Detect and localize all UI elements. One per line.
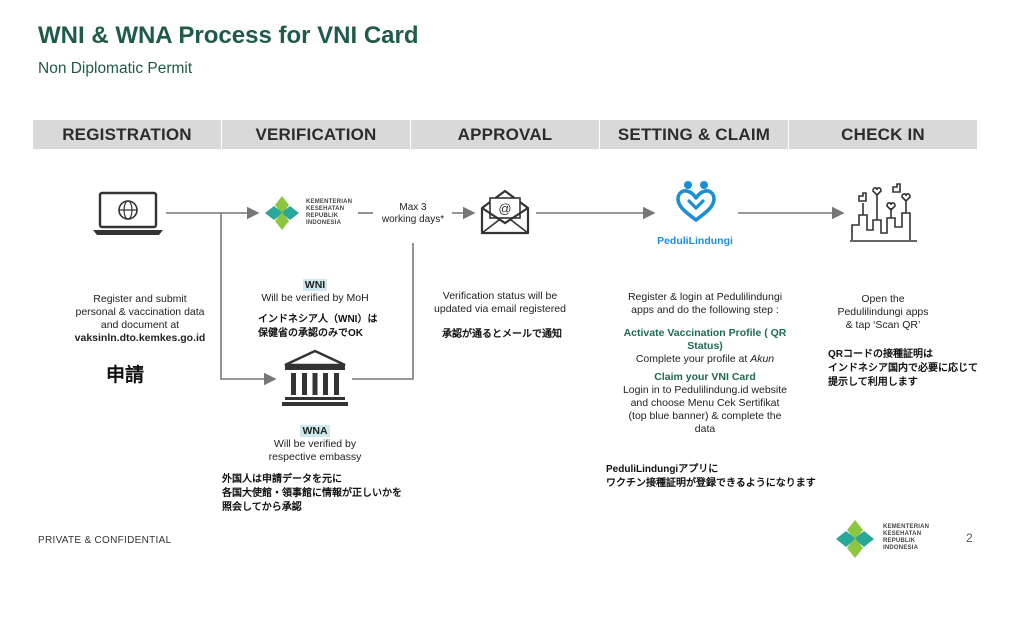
akun-menu-label: Akun [750,353,775,365]
page-subtitle: Non Diplomatic Permit [38,60,193,77]
check-in-jp-line-1: QRコードの接種証明は [828,349,933,360]
check-in-jp-line-2: インドネシア国内で必要に応じて [828,363,978,374]
registration-line-1: Register and submit [93,293,187,305]
claim-line-3: (top blue banner) & complete the [628,410,782,422]
ministry-logo-line: KESEHATAN [306,206,345,212]
arrow-registration-to-embassy [220,213,277,386]
registration-url: vaksinln.dto.kemkes.go.id [74,332,206,344]
claim-line-4: data [694,423,716,435]
step-registration: REGISTRATION [33,120,222,149]
ministry-of-health-logo: KEMENTERIAN KESEHATAN REPUBLIK INDONESIA [262,193,362,233]
registration-line-2: personal & vaccination data [75,306,205,318]
footer-logo-line: REPUBLIK [883,538,916,544]
svg-text:@: @ [498,201,511,216]
claim-line-1: Login in to Pedulilindung.id website [622,384,788,396]
embassy-building-icon [282,349,348,406]
activate-profile-title-line-1: Activate Vaccination Profile ( QR [623,327,787,339]
wna-badge: WNA [300,425,330,437]
processing-time-line-1: Max 3 [399,202,427,213]
setting-jp-line-2: ワクチン接種証明が登録できるようになります [606,478,816,489]
page-number: 2 [966,531,973,545]
footer-ministry-logo-text: KEMENTERIAN KESEHATAN REPUBLIK INDONESIA [883,524,929,552]
ministry-logo-icon [265,196,299,230]
setting-claim-description: Register & login at Pedulilindungi apps … [610,291,800,436]
approval-line-1: Verification status will be [442,290,558,302]
wni-description: Will be verified by MoH [261,292,369,304]
activate-profile-text: Complete your profile at Akun [610,353,800,366]
wna-verification-block: WNA Will be verified by respective embas… [245,425,385,464]
approval-line-2: updated via email registered [434,303,566,315]
check-in-line-3: & tap ‘Scan QR’ [845,319,921,331]
laptop-globe-icon [93,191,163,235]
wni-jp-line-1: インドネシア人（WNI）は [258,314,378,325]
wni-jp-line-2: 保健省の承認のみでOK [258,328,363,339]
approval-jp-note: 承認が通るとメールで通知 [442,329,562,340]
wna-jp-line-1: 外国人は申請データを元に [222,474,342,485]
step-approval: APPROVAL [411,120,600,149]
wna-jp-line-3: 照会してから承認 [222,502,302,513]
step-verification: VERIFICATION [222,120,411,149]
setting-jp-line-1: PeduliLindungiアプリに [606,464,719,475]
activate-profile-title-line-2: Status) [687,340,723,352]
page-title: WNI & WNA Process for VNI Card [38,22,419,49]
registration-jp-label: 申請 [106,365,145,386]
footer-ministry-logo-icon [836,520,874,558]
pedulilindungi-app-name: PeduliLindungi [657,235,733,247]
step-check-in: CHECK IN [841,125,925,144]
registration-description: Register and submit personal & vaccinati… [50,293,230,345]
footer-logo-line: KESEHATAN [883,531,922,537]
confidential-label: PRIVATE & CONFIDENTIAL [38,535,172,546]
activate-profile-text-prefix: Complete your profile at [635,353,751,365]
check-in-city-icon [850,183,917,242]
pedulilindungi-logo-icon [676,181,716,222]
wni-verification-block: WNI Will be verified by MoH [245,279,385,305]
claim-vni-card-title: Claim your VNI Card [654,371,756,383]
wni-jp-note: インドネシア人（WNI）は 保健省の承認のみでOK [258,313,377,341]
check-in-description: Open the Pedulilindungi apps & tap ‘Scan… [818,293,948,332]
wna-description-line-2: respective embassy [268,451,362,463]
processing-time-line-2: working days* [381,214,445,225]
step-setting-claim: SETTING & CLAIM [600,120,789,149]
footer-logo-line: KEMENTERIAN [883,524,930,530]
wna-jp-line-2: 各国大使館・領事館に情報が正しいかを [222,488,402,499]
email-icon: @ [480,189,530,235]
wni-badge: WNI [302,279,328,291]
process-step-bar: REGISTRATION VERIFICATION APPROVAL SETTI… [33,120,977,149]
footer-ministry-logo: KEMENTERIAN KESEHATAN REPUBLIK INDONESIA [833,517,943,561]
check-in-line-2: Pedulilindungi apps [837,306,929,318]
ministry-logo-line: KEMENTERIAN [306,199,353,205]
ministry-logo-line: INDONESIA [306,220,342,226]
setting-line-1: Register & login at Pedulilindungi [627,291,783,303]
check-in-line-1: Open the [861,293,905,305]
arrow-embassy-to-approval [352,243,414,380]
setting-line-2: apps and do the following step : [631,304,779,316]
ministry-logo-text: KEMENTERIAN KESEHATAN REPUBLIK INDONESIA [306,199,352,227]
setting-jp-note: PeduliLindungiアプリに ワクチン接種証明が登録できるようになります [606,463,816,491]
wna-description-line-1: Will be verified by [273,438,357,450]
check-in-jp-line-3: 提示して利用します [828,377,918,388]
check-in-jp-note: QRコードの接種証明は インドネシア国内で必要に応じて 提示して利用します [828,348,978,390]
approval-description: Verification status will be updated via … [425,290,575,316]
registration-line-3: and document at [100,319,180,331]
claim-line-2: and choose Menu Cek Sertifikat [630,397,780,409]
footer-logo-line: INDONESIA [883,545,919,551]
ministry-logo-line: REPUBLIK [306,213,339,219]
wna-jp-note: 外国人は申請データを元に 各国大使館・領事館に情報が正しいかを 照会してから承認 [222,473,402,515]
processing-time-note: Max 3 working days* [372,202,454,226]
